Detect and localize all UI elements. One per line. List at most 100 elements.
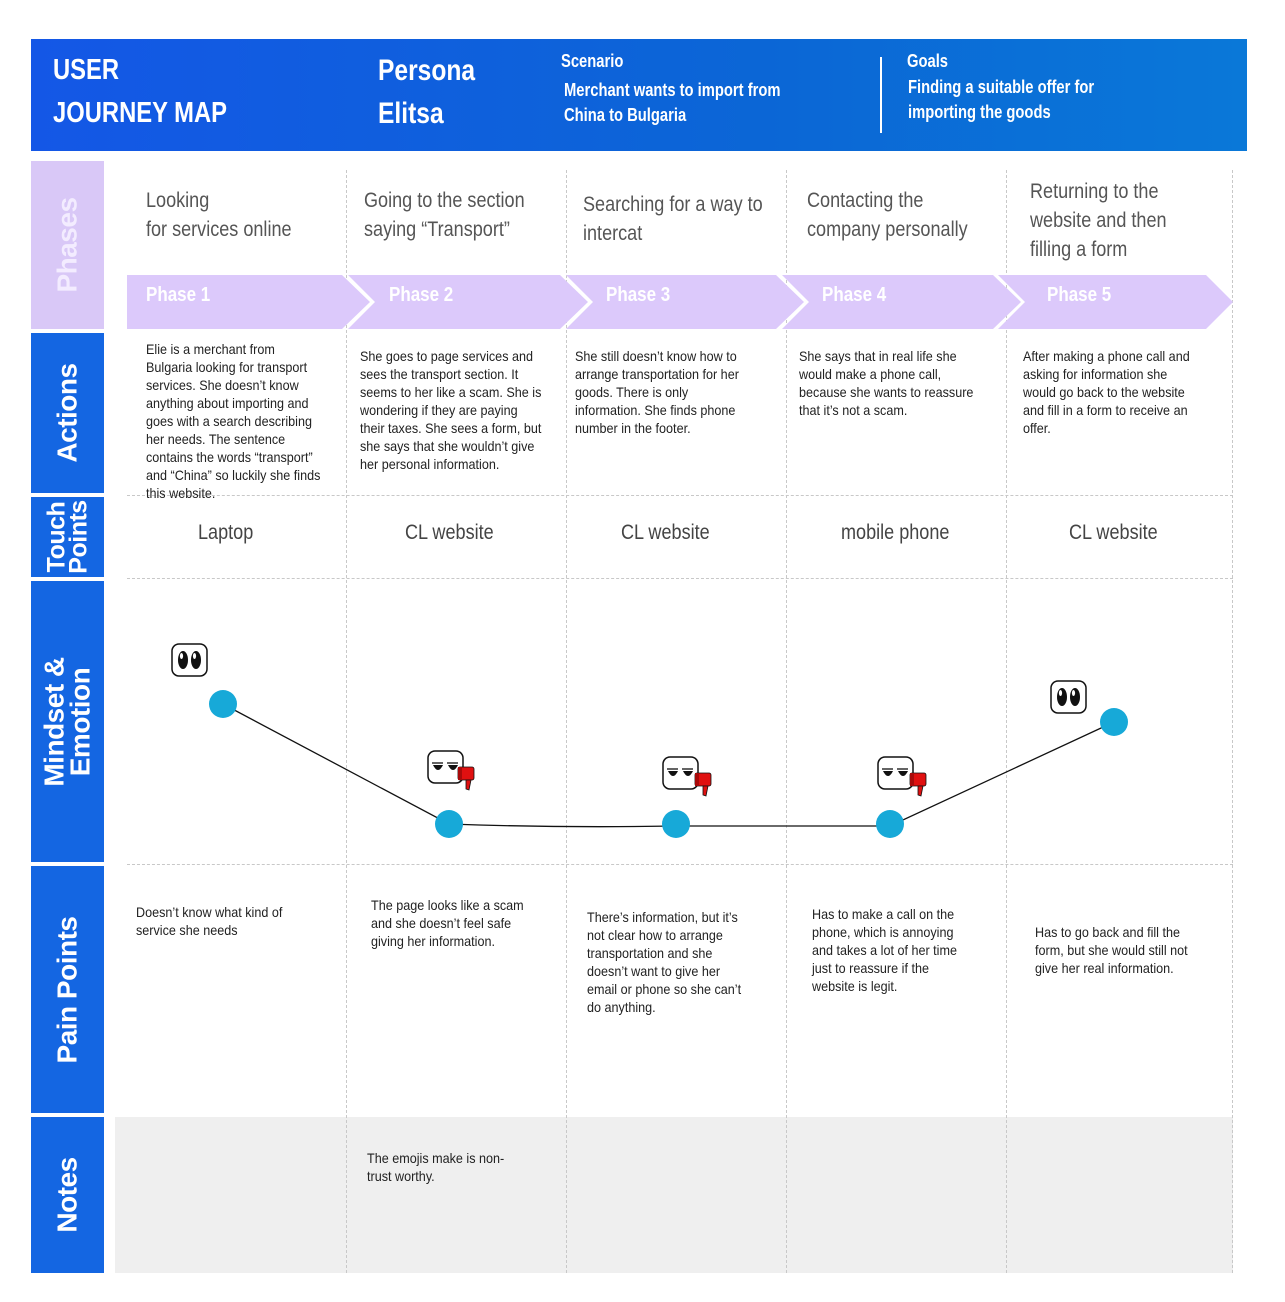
phase-2-title: Going to the section saying “Transport” bbox=[364, 186, 525, 244]
header-divider bbox=[880, 57, 882, 133]
goals-line2: importing the goods bbox=[908, 102, 1051, 122]
scenario-label: Scenario bbox=[561, 51, 624, 71]
emotion-dot-phase-2 bbox=[435, 810, 463, 838]
phase-title-line: company personally bbox=[807, 218, 968, 241]
action-line: that it’s not a scam. bbox=[799, 402, 908, 418]
phase-2-pain-points: The page looks like a scam and she doesn… bbox=[371, 896, 524, 950]
phase-title-line: Going to the section bbox=[364, 189, 525, 212]
action-line: arrange transportation for her bbox=[575, 366, 739, 382]
phase-3-pain-points: There’s information, but it’s not clear … bbox=[587, 908, 741, 1016]
action-line: She still doesn’t know how to bbox=[575, 348, 737, 364]
thumbs-down-face-icon bbox=[427, 750, 475, 791]
row-divider bbox=[127, 864, 1233, 865]
scenario-line1: Merchant wants to import from bbox=[564, 80, 781, 100]
phase-3-touch-point: CL website bbox=[621, 521, 710, 544]
note-line: The emojis make is non- bbox=[367, 1150, 505, 1166]
action-line: services. She doesn’t know bbox=[146, 377, 299, 393]
phase-title-line: Returning to the bbox=[1030, 180, 1159, 203]
thumbs-down-face-icon bbox=[877, 756, 927, 797]
phase-2-notes: The emojis make is non- trust worthy. bbox=[367, 1149, 504, 1185]
persona-name: Persona Elitsa bbox=[378, 49, 475, 135]
phase-2-label: Phase 2 bbox=[389, 284, 454, 306]
phase-5-title: Returning to the website and then fillin… bbox=[1030, 177, 1167, 264]
action-line: wondering if they are paying bbox=[360, 402, 518, 418]
action-line: She says that in real life she bbox=[799, 348, 957, 364]
action-line: sees the transport section. It bbox=[360, 366, 519, 382]
action-line: her needs. The sentence bbox=[146, 431, 286, 447]
pain-line: giving her information. bbox=[371, 933, 495, 949]
phase-title-line: website and then bbox=[1030, 209, 1167, 232]
action-line: would make a phone call, bbox=[799, 366, 942, 382]
phase-2-arrow bbox=[348, 275, 588, 329]
phase-1-label: Phase 1 bbox=[146, 284, 211, 306]
action-line: After making a phone call and bbox=[1023, 348, 1190, 364]
action-line: this website. bbox=[146, 485, 216, 501]
column-divider bbox=[566, 170, 567, 1273]
map-title: USER JOURNEY MAP bbox=[53, 49, 227, 135]
phase-4-title: Contacting the company personally bbox=[807, 186, 968, 244]
action-line: information. She finds phone bbox=[575, 402, 736, 418]
action-line: goes with a search describing bbox=[146, 413, 312, 429]
notes-row-background bbox=[115, 1117, 1233, 1273]
action-line: seems to her like a scam. She is bbox=[360, 384, 542, 400]
emotion-dot-phase-3 bbox=[662, 810, 690, 838]
action-line: offer. bbox=[1023, 420, 1051, 436]
header-banner: USER JOURNEY MAP Persona Elitsa Scenario… bbox=[31, 39, 1247, 151]
action-line: their taxes. She sees a form, but bbox=[360, 420, 542, 436]
phase-4-arrow bbox=[782, 275, 1021, 329]
phase-5-actions: After making a phone call and asking for… bbox=[1023, 347, 1190, 437]
action-line: anything about importing and bbox=[146, 395, 309, 411]
goals-text: Finding a suitable offer for importing t… bbox=[908, 75, 1094, 125]
phase-3-label: Phase 3 bbox=[606, 284, 671, 306]
action-line: She goes to page services and bbox=[360, 348, 534, 364]
phase-5-arrow bbox=[998, 275, 1233, 329]
phase-title-line: Contacting the bbox=[807, 189, 924, 212]
row-label-pain-points: Pain Points bbox=[31, 866, 104, 1113]
scenario-line2: China to Bulgaria bbox=[564, 105, 687, 125]
action-line: goods. There is only bbox=[575, 384, 689, 400]
phase-5-label: Phase 5 bbox=[1047, 284, 1112, 306]
phase-4-touch-point: mobile phone bbox=[841, 521, 950, 544]
action-line: would go back to the website bbox=[1023, 384, 1185, 400]
map-title-line2: JOURNEY MAP bbox=[53, 97, 227, 129]
column-divider bbox=[1006, 170, 1007, 1273]
phase-title-line: filling a form bbox=[1030, 238, 1128, 261]
goals-label: Goals bbox=[907, 51, 949, 71]
goals-line1: Finding a suitable offer for bbox=[908, 77, 1095, 97]
action-line: asking for information she bbox=[1023, 366, 1168, 382]
phase-1-touch-point: Laptop bbox=[198, 521, 254, 544]
phase-title-line: saying “Transport” bbox=[364, 218, 510, 241]
action-line: contains the words “transport” bbox=[146, 449, 313, 465]
scenario-text: Merchant wants to import from China to B… bbox=[564, 78, 780, 128]
phase-1-pain-points: Doesn’t know what kind of service she ne… bbox=[136, 903, 282, 939]
phase-5-touch-point: CL website bbox=[1069, 521, 1158, 544]
phase-4-label: Phase 4 bbox=[822, 284, 887, 306]
neutral-face-icon bbox=[171, 643, 208, 677]
action-line: Elie is a merchant from bbox=[146, 341, 275, 357]
row-label-phases: Phases bbox=[31, 161, 104, 329]
column-divider bbox=[346, 170, 347, 1273]
row-label-mindset: Mindset & Emotion bbox=[31, 581, 104, 862]
phase-3-title: Searching for a way to intercat bbox=[583, 190, 763, 248]
emotion-dot-phase-1 bbox=[209, 690, 237, 718]
phase-1-actions: Elie is a merchant from Bulgaria looking… bbox=[146, 340, 320, 502]
phase-4-actions: She says that in real life she would mak… bbox=[799, 347, 973, 419]
action-line: Bulgaria looking for transport bbox=[146, 359, 308, 375]
phase-1-title: Looking for services online bbox=[146, 186, 292, 244]
pain-line: doesn’t want to give her bbox=[587, 963, 721, 979]
action-line: and fill in a form to receive an bbox=[1023, 402, 1188, 418]
persona-line1: Persona bbox=[378, 54, 476, 87]
note-line: trust worthy. bbox=[367, 1168, 435, 1184]
action-line: her personal information. bbox=[360, 456, 500, 472]
thumbs-down-face-icon bbox=[662, 756, 712, 797]
pain-line: form, but she would still not bbox=[1035, 942, 1188, 958]
row-divider bbox=[127, 495, 1233, 496]
pain-line: website is legit. bbox=[812, 978, 898, 994]
action-line: because she wants to reassure bbox=[799, 384, 974, 400]
pain-line: phone, which is annoying bbox=[812, 924, 954, 940]
pain-line: give her real information. bbox=[1035, 960, 1174, 976]
pain-line: and she doesn’t feel safe bbox=[371, 915, 512, 931]
pain-line: There’s information, but it’s bbox=[587, 909, 738, 925]
column-divider bbox=[786, 170, 787, 1273]
